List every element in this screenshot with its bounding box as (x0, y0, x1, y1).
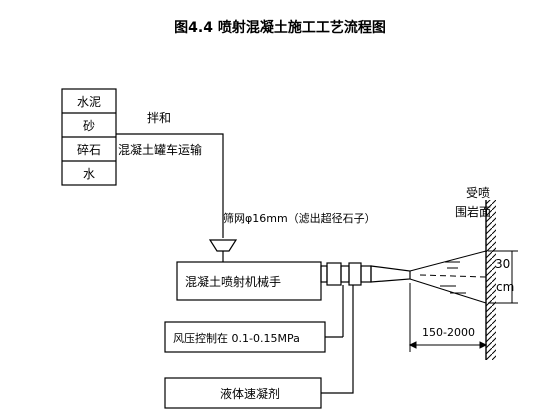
accelerator-connector (321, 285, 354, 394)
material-gravel: 碎石 (77, 142, 101, 157)
materials-box: 水泥 砂 碎石 水 (61, 88, 117, 186)
diagram-title: 图4.4 喷射混凝土施工工艺流程图 (174, 19, 386, 36)
surface-label-2: 围岩面 (455, 204, 491, 219)
distance-label: 150-2000 (422, 326, 475, 339)
dim-30: 30 (495, 257, 510, 271)
transport-label: 混凝土罐车运输 (118, 142, 202, 157)
material-cement: 水泥 (77, 95, 101, 109)
spray-width-dimension (488, 250, 518, 304)
hopper (208, 239, 238, 252)
material-sand: 砂 (83, 119, 95, 133)
sieve-label: 筛网φ16mm（滤出超径石子） (223, 211, 376, 225)
material-water: 水 (83, 167, 95, 181)
surface-label-1: 受喷 (466, 186, 490, 200)
distance-dimension (408, 283, 488, 352)
manipulator-box: 混凝土喷射机械手 (176, 261, 322, 301)
mix-label: 拌和 (147, 110, 171, 125)
accelerator-box: 液体速凝剂 (164, 377, 322, 409)
accelerator-label: 液体速凝剂 (220, 386, 280, 401)
manipulator-label: 混凝土喷射机械手 (185, 274, 281, 289)
air-pressure-box: 风压控制在 0.1-0.15MPa (164, 321, 326, 353)
nozzle (320, 262, 411, 286)
dim-cm: cm (496, 280, 514, 294)
air-pressure-label: 风压控制在 0.1-0.15MPa (173, 331, 300, 345)
spray-cone (409, 250, 487, 304)
connector-lines (116, 133, 224, 238)
rock-surface (485, 200, 496, 360)
